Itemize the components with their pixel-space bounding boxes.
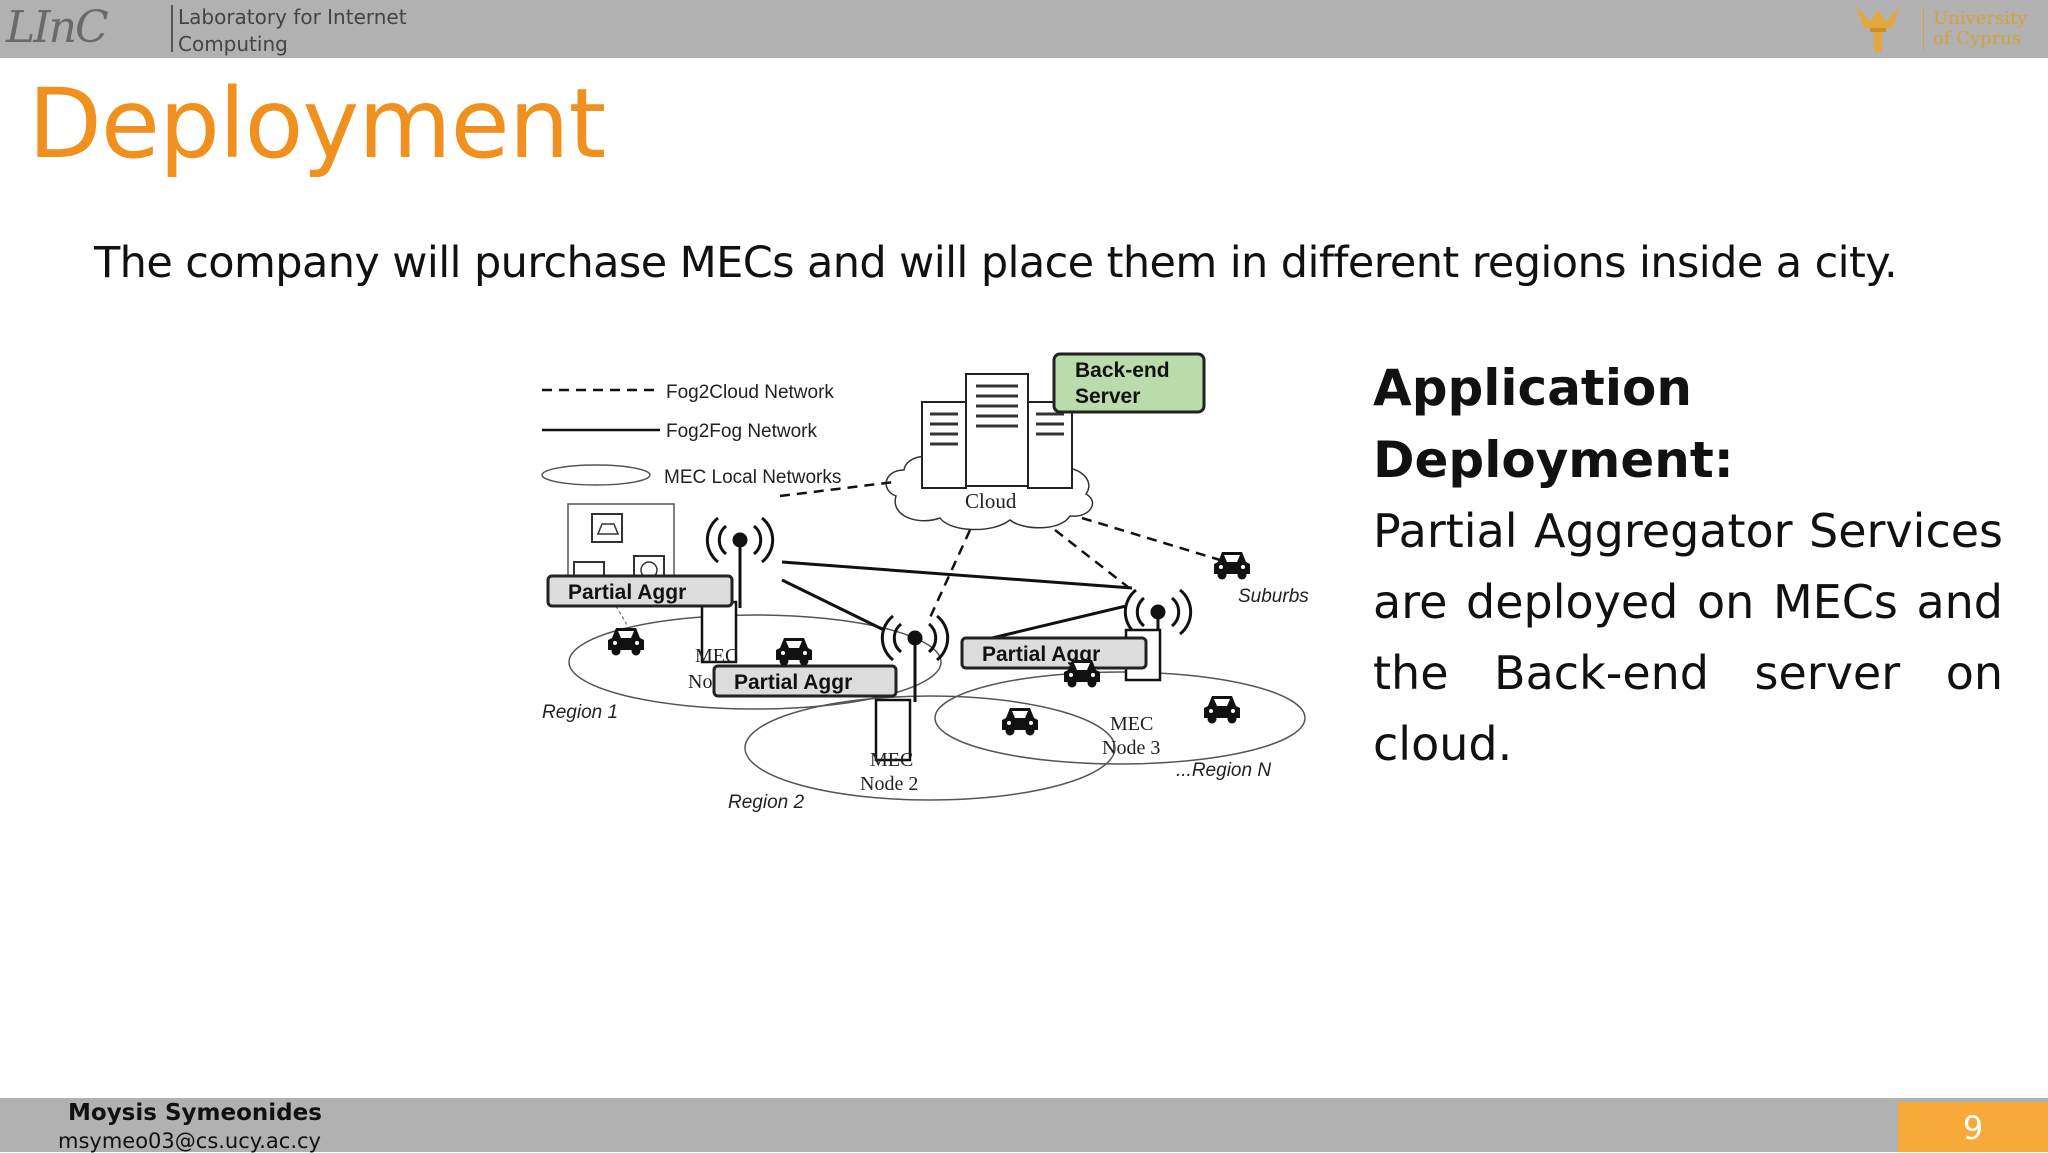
fog2cloud-link-3 xyxy=(1054,529,1129,588)
antenna-icon-2 xyxy=(880,614,950,702)
legend-fog2fog: Fog2Fog Network xyxy=(666,421,818,442)
regionN-label: ...Region N xyxy=(1176,760,1271,781)
backend-server-box xyxy=(1052,352,1206,414)
partial-aggr-box-2 xyxy=(712,664,898,698)
car-icon-2 xyxy=(776,638,812,666)
region2-label: Region 2 xyxy=(728,792,804,813)
region2-ellipse xyxy=(744,695,1116,801)
university-line1: University xyxy=(1933,8,2028,29)
mec3-label-line2: Node 3 xyxy=(1102,737,1160,759)
region1-label: Region 1 xyxy=(542,702,618,723)
partial-aggr-label-2: Partial Aggr xyxy=(734,671,852,694)
iot-device-panel-icon xyxy=(567,503,675,631)
mec3-label-line1: MEC xyxy=(1110,713,1153,735)
linc-logo: LInC xyxy=(6,2,109,53)
backend-label-line2: Server xyxy=(1075,385,1140,408)
partial-aggr-box-3 xyxy=(960,636,1148,670)
lab-name-line2: Computing xyxy=(178,32,288,56)
author-name: Moysis Symeonides xyxy=(68,1100,322,1126)
deployment-diagram: Fog2Cloud Network Fog2Fog Network MEC Lo… xyxy=(541,352,1309,813)
slide-title: Deployment xyxy=(28,68,606,180)
university-line2: of Cyprus xyxy=(1933,28,2022,49)
side-body: Partial Aggregator Services are deployed… xyxy=(1373,504,2003,771)
mec-node1-box xyxy=(700,600,738,664)
page-number: 9 xyxy=(1962,1109,1984,1147)
mec-node2-box xyxy=(874,698,912,762)
page-number-badge: 9 xyxy=(1898,1102,2048,1152)
fog2fog-link-2 xyxy=(781,578,885,632)
regionN-ellipse xyxy=(934,671,1306,765)
slide-subtitle: The company will purchase MECs and will … xyxy=(94,238,1898,288)
mec2-label-line2: Node 2 xyxy=(860,773,918,795)
car-icon-6 xyxy=(1214,552,1250,580)
footer-bar xyxy=(0,1098,2048,1152)
fog2fog-link-1 xyxy=(781,560,1133,590)
antenna-icon-1 xyxy=(705,516,775,608)
header-divider xyxy=(171,5,173,52)
lab-name: Laboratory for Internet Computing xyxy=(178,4,407,58)
region1-ellipse xyxy=(568,614,942,710)
legend-mec: MEC Local Networks xyxy=(664,467,841,488)
university-name: University of Cyprus xyxy=(1933,9,2027,49)
partial-aggr-label-1: Partial Aggr xyxy=(568,581,686,604)
header-bar xyxy=(0,0,2048,58)
mec1-label-line1: MEC xyxy=(695,645,738,667)
partial-aggr-label-3: Partial Aggr xyxy=(982,643,1100,666)
legend-ellipse xyxy=(541,464,651,486)
author-email: msymeo03@cs.ucy.ac.cy xyxy=(58,1129,321,1153)
server-rack-icon xyxy=(921,373,1073,489)
legend-fog2cloud: Fog2Cloud Network xyxy=(666,382,834,403)
car-icon-5 xyxy=(1204,696,1240,724)
backend-label-line1: Back-end xyxy=(1075,359,1170,382)
suburbs-label: Suburbs xyxy=(1238,586,1309,607)
fog2cloud-link-4 xyxy=(1081,516,1221,562)
side-description: Application Deployment: Partial Aggregat… xyxy=(1373,352,2003,780)
side-heading: Application Deployment: xyxy=(1373,359,1734,489)
fog2cloud-link-1 xyxy=(779,480,894,498)
fog2fog-link-3 xyxy=(991,604,1127,640)
partial-aggr-box-1 xyxy=(546,574,734,608)
car-icon-3 xyxy=(1002,708,1038,736)
university-emblem-icon xyxy=(1856,6,1900,52)
lab-name-line1: Laboratory for Internet xyxy=(178,5,407,29)
cloud-label: Cloud xyxy=(965,489,1017,513)
university-divider xyxy=(1923,8,1924,50)
mec1-label-line2: No xyxy=(688,671,712,693)
mec2-label-line1: MEC xyxy=(870,749,913,771)
